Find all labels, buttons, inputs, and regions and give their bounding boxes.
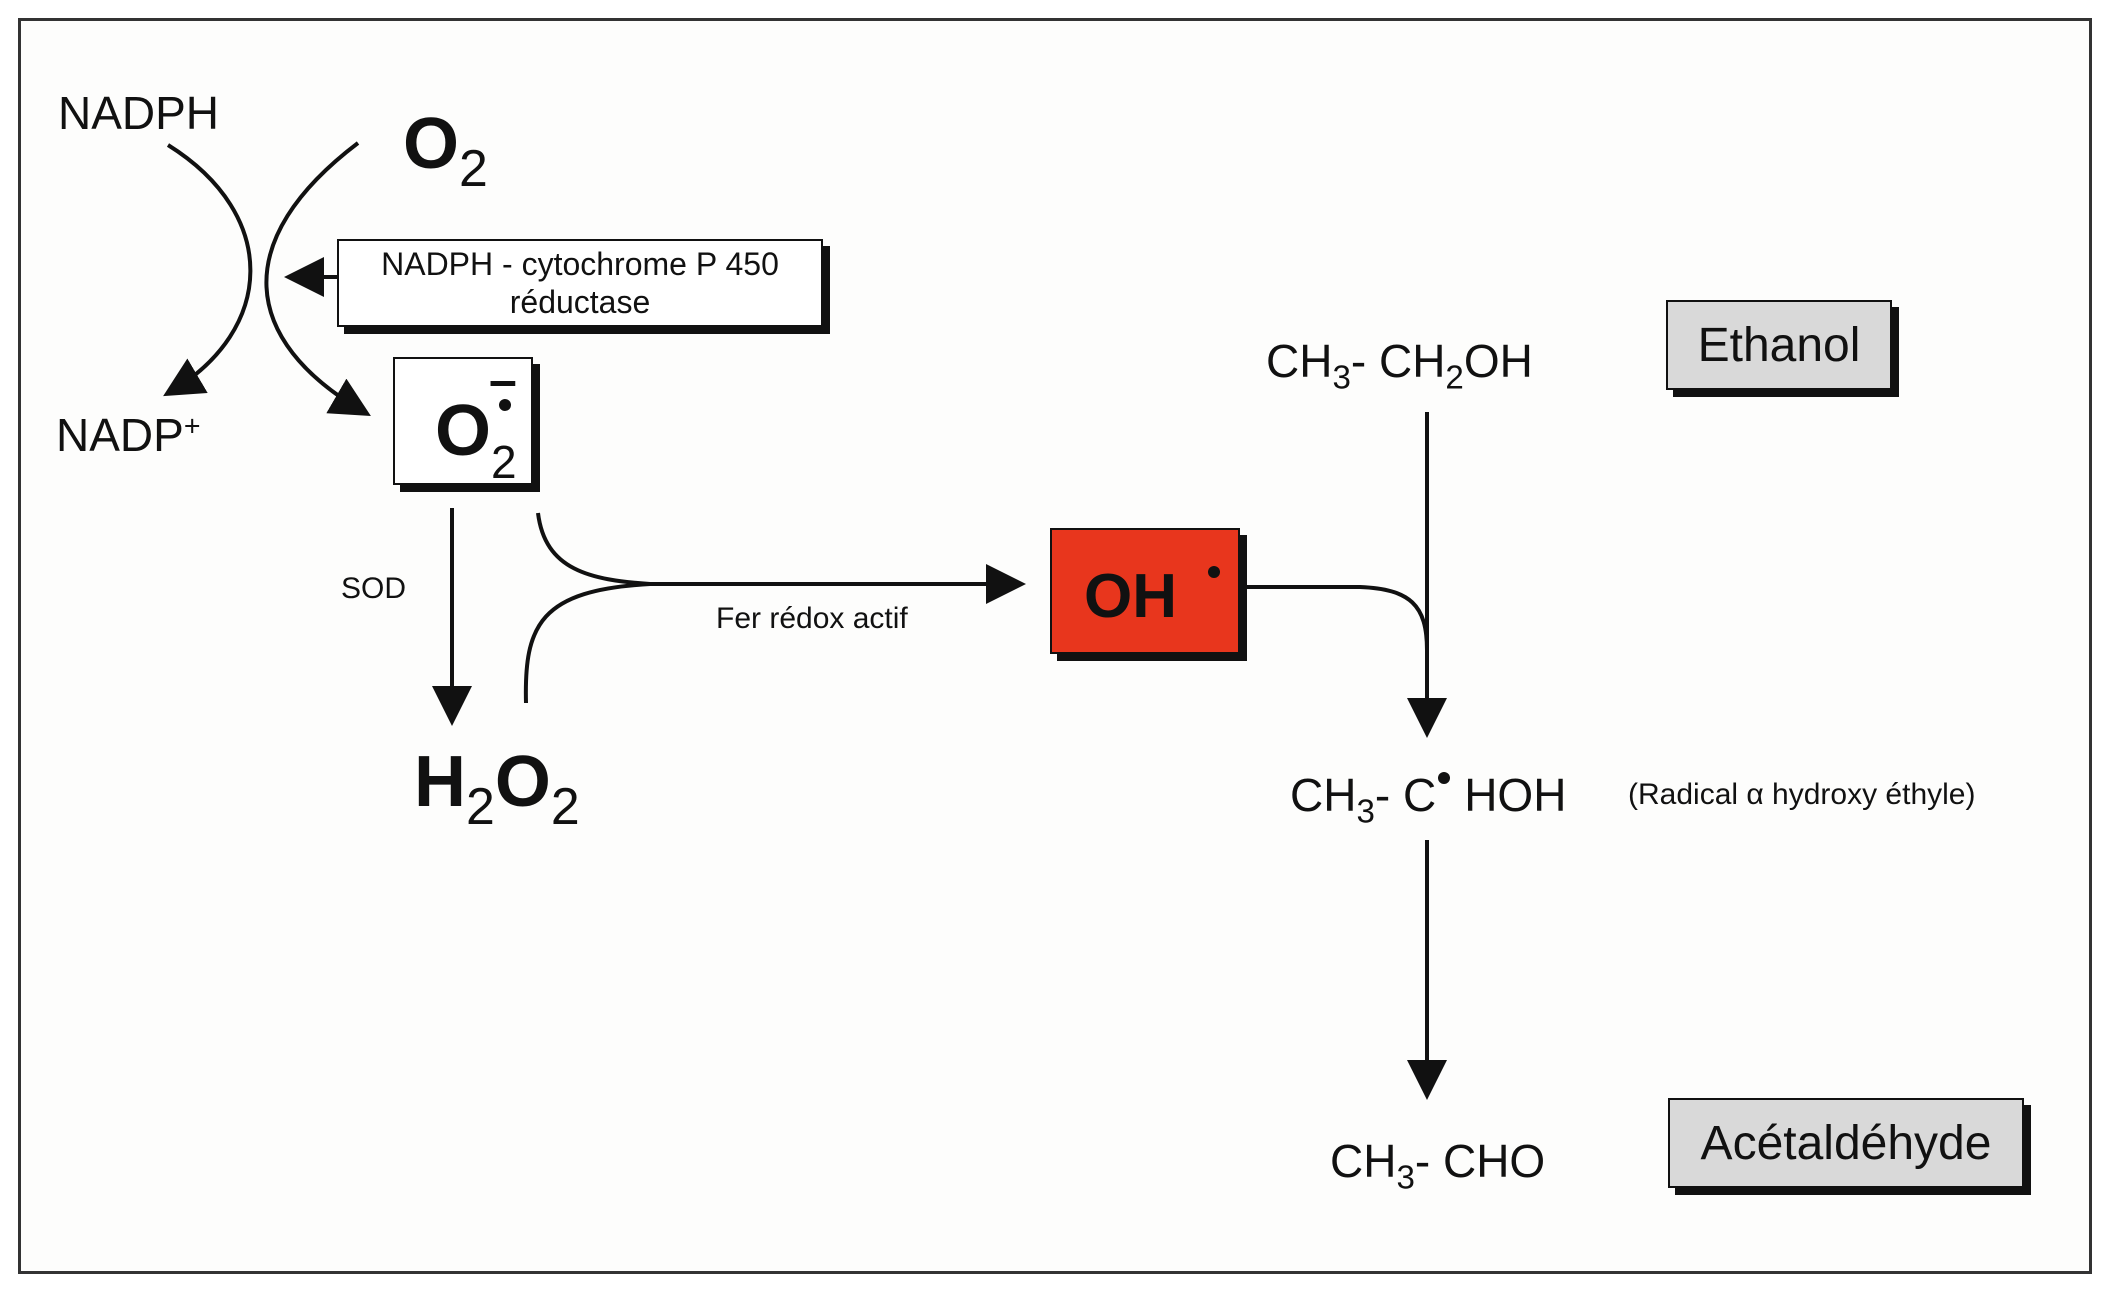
acetaldehyde-formula: CH3- CHO (1330, 1135, 1546, 1197)
nadp-label: NADP+ (56, 409, 201, 461)
hydroxyl-label: OH (1084, 562, 1177, 631)
nadph-to-nadp-arrow (163, 143, 253, 397)
enzyme-line1: NADPH - cytochrome P 450 (381, 245, 779, 282)
superoxide-radical-dot (499, 399, 511, 411)
hydroxyl-box: OH (1050, 528, 1240, 654)
ethanol-formula: CH3- CH2OH (1266, 335, 1533, 397)
superoxide-box: O – 2 (393, 352, 533, 488)
h2o2-branch (523, 582, 651, 704)
ethanol-name-box: Ethanol (1666, 300, 1892, 390)
acetaldehyde-name: Acétaldéhyde (1700, 1116, 1992, 1170)
fer-label: Fer rédox actif (716, 602, 908, 635)
nadph-label: NADPH (58, 87, 220, 139)
superoxide-bar: – (489, 352, 517, 408)
superoxide-branch (536, 512, 651, 586)
enzyme-box: NADPH - cytochrome P 450 réductase (337, 239, 823, 327)
hydroxyl-join (1244, 585, 1429, 651)
hydroxyl-radical-dot (1208, 566, 1220, 578)
ethanol-name: Ethanol (1697, 318, 1861, 372)
superoxide-sub: 2 (491, 436, 517, 488)
radical-dot (1438, 772, 1451, 784)
enzyme-line2: réductase (509, 284, 651, 320)
o2-label: O2 (403, 104, 488, 198)
acetaldehyde-name-box: Acétaldéhyde (1668, 1098, 2024, 1188)
sod-label: SOD (341, 572, 407, 605)
superoxide-o: O (435, 391, 492, 471)
o2-to-superoxide-arrow (264, 141, 371, 417)
h2o2-label: H2O2 (414, 742, 580, 836)
radical-name: (Radical α hydroxy éthyle) (1628, 778, 1976, 811)
